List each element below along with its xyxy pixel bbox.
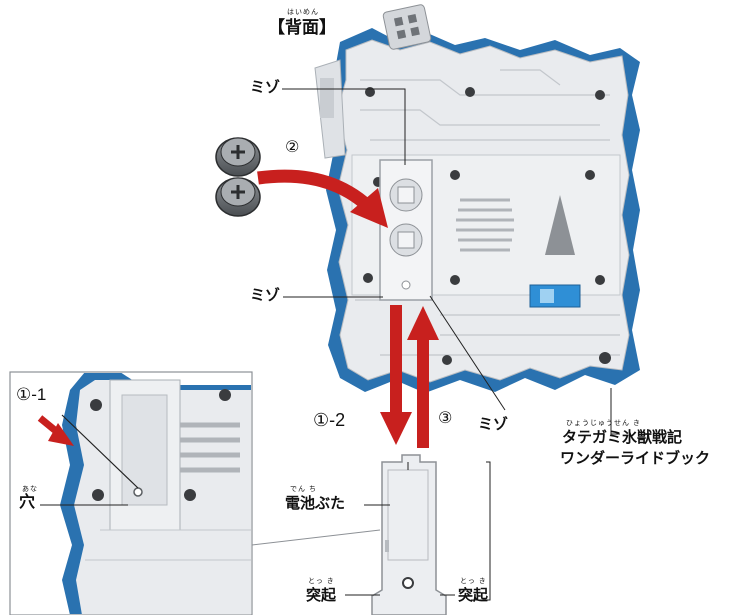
protrusion-label-right: 突起 — [458, 587, 489, 604]
book-back-view — [314, 4, 640, 393]
groove-label-right: ミゾ — [478, 416, 509, 433]
speaker-grille — [456, 198, 514, 252]
title-ruby: はいめん — [287, 9, 319, 16]
insert-arrow-icon — [257, 169, 388, 228]
top-ornament — [382, 4, 432, 50]
product-name-line1: タテガミ氷獣戦記 — [562, 429, 683, 446]
battery-icon — [215, 177, 261, 217]
groove-label-top: ミゾ — [250, 79, 281, 96]
product-ruby: ひょうじゅうせん き — [566, 420, 641, 427]
zoom-connector — [251, 529, 381, 546]
page-title: 【背面】 — [268, 18, 336, 37]
cover-ruby: でん ち — [290, 486, 317, 493]
hole-label: 穴 — [19, 494, 36, 511]
step-1-2-label: ①-2 — [313, 410, 346, 430]
pin-line — [61, 414, 139, 489]
wedge-detail — [545, 195, 575, 255]
groove-label-left: ミゾ — [250, 287, 281, 304]
pin-arrow-icon — [37, 415, 74, 446]
protrusion-ruby-left: とっ き — [308, 578, 335, 585]
zoom-inset — [9, 371, 253, 615]
step-3-label: ③ — [438, 410, 453, 427]
blue-switch — [529, 284, 581, 308]
protrusion-ruby-right: とっ き — [460, 578, 487, 585]
battery-cover-label: 電池ぶた — [285, 495, 346, 512]
product-name-line2: ワンダーライドブック — [560, 450, 711, 467]
step-1-1-label: ①-1 — [16, 385, 47, 404]
remove-arrow-icon — [380, 305, 412, 445]
battery-icon — [215, 137, 261, 177]
battery-cover — [371, 454, 447, 615]
step-2-label: ② — [285, 139, 300, 156]
close-arrow-icon — [407, 306, 439, 448]
protrusion-label-left: 突起 — [306, 587, 337, 604]
leader-lines — [282, 88, 620, 601]
hole-ruby: あな — [22, 486, 38, 493]
